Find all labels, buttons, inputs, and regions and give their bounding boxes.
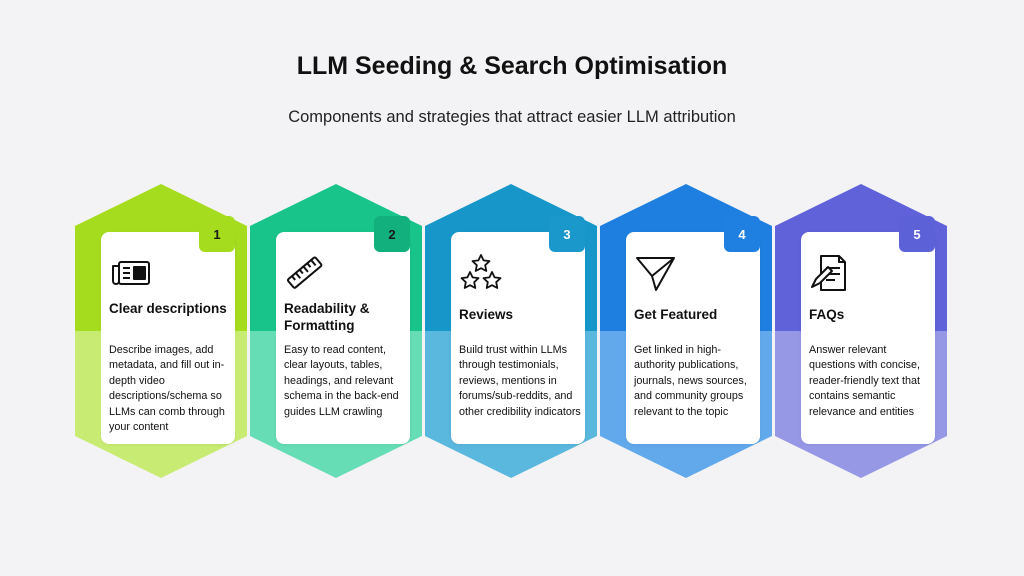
step-readability-formatting: Readability & Formatting Easy to read co… <box>250 184 422 478</box>
step-title: Reviews <box>459 307 514 322</box>
step-number-badge: 4 <box>724 216 760 252</box>
step-description: Answer relevant questions with concise, … <box>809 344 921 418</box>
step-description: Build trust within LLMs through testimon… <box>459 344 581 418</box>
step-card: Clear descriptions Describe images, add … <box>101 232 235 444</box>
ruler-icon <box>284 254 328 292</box>
step-faqs: FAQs Answer relevant questions with conc… <box>775 184 947 478</box>
document-pen-icon <box>809 254 853 292</box>
step-description: Get linked in high-authority publication… <box>634 344 747 418</box>
newspaper-icon <box>109 254 153 292</box>
step-card: Readability & Formatting Easy to read co… <box>276 232 410 444</box>
step-title: Get Featured <box>634 307 718 322</box>
step-reviews: Reviews Build trust within LLMs through … <box>425 184 597 478</box>
step-title: Clear descriptions <box>109 301 227 316</box>
step-number-badge: 5 <box>899 216 935 252</box>
step-card: FAQs Answer relevant questions with conc… <box>801 232 935 444</box>
paper-plane-icon <box>634 254 678 292</box>
step-clear-descriptions: Clear descriptions Describe images, add … <box>75 184 247 478</box>
step-description: Describe images, add metadata, and fill … <box>109 344 225 434</box>
step-get-featured: Get Featured Get linked in high-authorit… <box>600 184 772 478</box>
step-title: Readability & Formatting <box>284 301 370 333</box>
page-title: LLM Seeding & Search Optimisation <box>296 52 728 80</box>
step-card: Reviews Build trust within LLMs through … <box>451 232 585 444</box>
stars-icon <box>459 254 503 292</box>
step-title: FAQs <box>809 307 845 322</box>
step-description: Easy to read content, clear layouts, tab… <box>284 344 399 418</box>
step-card: Get Featured Get linked in high-authorit… <box>626 232 760 444</box>
step-number-badge: 3 <box>549 216 585 252</box>
page-subtitle: Components and strategies that attract e… <box>288 108 736 126</box>
step-number-badge: 2 <box>374 216 410 252</box>
step-number-badge: 1 <box>199 216 235 252</box>
